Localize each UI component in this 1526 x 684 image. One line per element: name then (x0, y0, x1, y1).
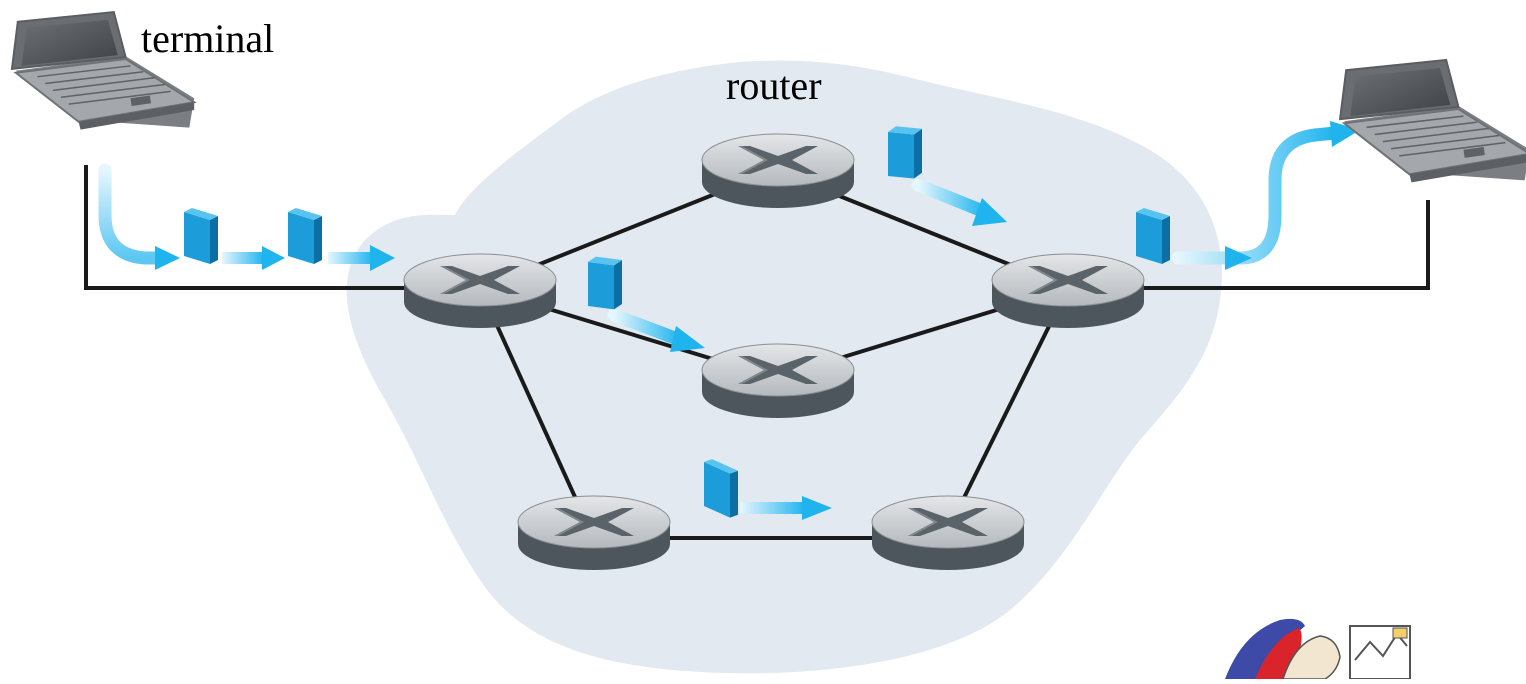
flow-arrow (328, 252, 373, 264)
packet-icon (288, 208, 322, 264)
link-r1-r5 (478, 287, 592, 531)
flow-arrow-head (370, 245, 395, 271)
flow-arrow-head (1225, 246, 1252, 270)
flow-arrow-to-host (1171, 126, 1342, 265)
flow-arrow-head (802, 496, 832, 520)
packet-flow (98, 121, 1360, 520)
packet-icon (888, 120, 922, 184)
router-label: router (726, 63, 822, 108)
flow-arrow-r2-r4 (911, 178, 992, 219)
router-icon (403, 253, 557, 329)
packet-icon (588, 252, 622, 314)
flow-arrow-head (972, 198, 1007, 226)
router-icon (701, 133, 855, 209)
link-host-left-to-r1 (84, 165, 480, 290)
link-r4-r6 (946, 287, 1070, 531)
router-icon (871, 495, 1025, 571)
flow-arrow-host-out (98, 163, 167, 265)
packet-icon (1136, 208, 1170, 264)
flow-arrow-r5-r6 (740, 502, 805, 514)
flow-arrow (222, 252, 264, 264)
laptop-icon (1339, 58, 1526, 184)
packet-icon (184, 208, 218, 264)
router-icon (701, 343, 855, 419)
router-icon (517, 495, 671, 571)
flow-arrow-head (670, 326, 705, 352)
flow-arrow-head (1330, 121, 1360, 147)
link-r4-to-host-right (1068, 200, 1430, 290)
flow-arrow-r1-r3 (607, 308, 687, 347)
flow-arrow-head (155, 246, 180, 270)
terminal-label: terminal (141, 16, 275, 61)
router-icon (991, 253, 1145, 329)
flow-arrow-head (262, 246, 285, 270)
mail-clipart-icon (1225, 618, 1411, 680)
